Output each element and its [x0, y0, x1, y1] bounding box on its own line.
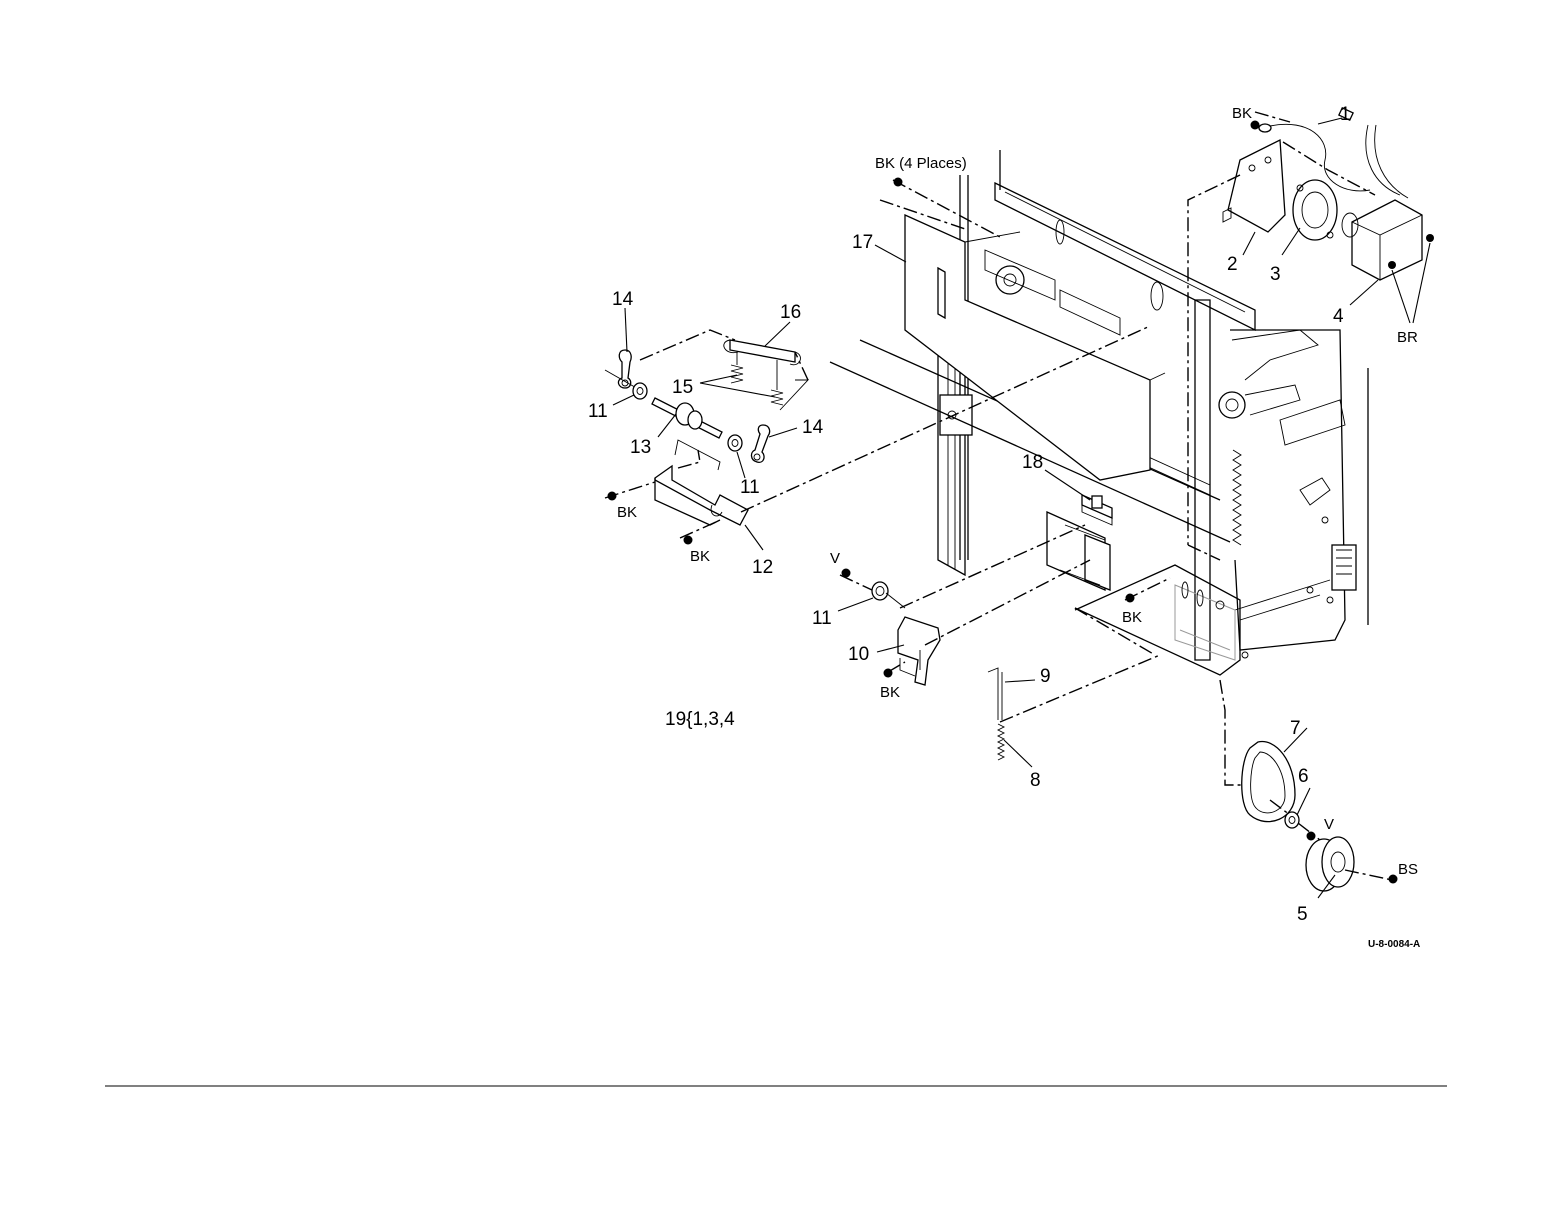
callout-labels: 1 2 3 4 5 6 7 8 9 10 11 11 11 12 13 14 1… [588, 104, 1351, 925]
callout-11-b: 11 [740, 477, 760, 498]
part-3-flange [1293, 180, 1337, 240]
callout-7: 7 [1290, 718, 1301, 739]
callout-11-c: 11 [812, 608, 832, 629]
callout-15: 15 [672, 377, 693, 398]
callout-18: 18 [1022, 452, 1043, 473]
fastener-bk-4-places: BK (4 Places) [875, 155, 967, 172]
callout-6: 6 [1298, 766, 1309, 787]
part-17-cover [905, 215, 1165, 480]
lower-parts [872, 495, 1112, 760]
part-4-motor [1352, 200, 1422, 280]
callout-12: 12 [752, 557, 773, 578]
fastener-bs-pulley: BS [1398, 861, 1418, 878]
part-14-link-upper [618, 350, 631, 388]
callout-9: 9 [1040, 666, 1051, 687]
fastener-bk-top: BK [1232, 105, 1252, 122]
part-11-washer-a [633, 383, 647, 399]
fastener-v-pulley: V [1324, 816, 1334, 833]
left-subassembly [605, 330, 808, 525]
callout-1: 1 [1340, 104, 1351, 125]
part-2-bracket [1228, 140, 1285, 232]
fastener-bk-bottom: BK [880, 684, 900, 701]
part-9-pin [988, 668, 998, 720]
part-7-belt [1242, 742, 1295, 822]
callout-14-lower: 14 [802, 417, 824, 438]
part-15-spring-b [771, 360, 783, 405]
callout-5: 5 [1297, 904, 1308, 925]
part-15-spring-a [731, 352, 743, 383]
callout-11-a: 11 [588, 401, 608, 422]
callout-8: 8 [1030, 770, 1041, 791]
callout-16: 16 [780, 302, 801, 323]
callout-3: 3 [1270, 264, 1281, 285]
callout-17: 17 [852, 232, 873, 253]
fastener-bk-mid: BK [1122, 609, 1142, 626]
part-8-spring [998, 724, 1004, 760]
figure-id: U-8-0084-A [1368, 939, 1420, 950]
callout-13: 13 [630, 437, 651, 458]
fastener-br: BR [1397, 329, 1418, 346]
motor-assembly-group [1223, 108, 1434, 280]
part-16-bracket [730, 340, 795, 362]
fastener-bk-left-1: BK [617, 504, 637, 521]
kit-note: 19{1,3,4 [665, 709, 735, 730]
callout-4: 4 [1333, 306, 1344, 327]
part-11-washer-b [728, 435, 742, 451]
part-11-bushing-c [872, 582, 888, 600]
part-10-bracket [898, 617, 940, 685]
callout-2: 2 [1227, 254, 1238, 275]
fastener-v-mid: V [830, 550, 840, 567]
belt-pulley-group [1242, 742, 1354, 891]
part-12-bracket [655, 466, 748, 525]
fastener-bk-left-2: BK [690, 548, 710, 565]
callout-10: 10 [848, 644, 869, 665]
callout-14-upper: 14 [612, 289, 634, 310]
